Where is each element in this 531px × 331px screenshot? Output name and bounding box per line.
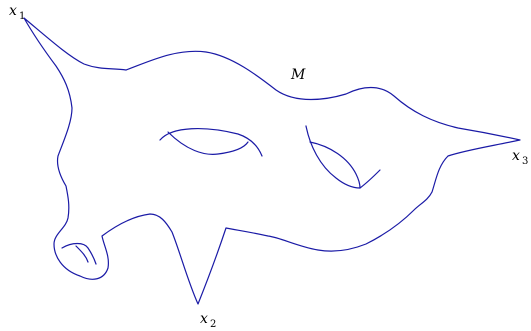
point-x1-subscript: 1 bbox=[19, 11, 25, 22]
lower-left-loop bbox=[61, 242, 97, 265]
point-x2-name: x bbox=[200, 311, 208, 327]
manifold-label: M bbox=[290, 67, 306, 83]
point-x3-subscript: 3 bbox=[522, 156, 528, 167]
left-hole-bottom bbox=[167, 131, 249, 155]
point-label-x3: x 3 bbox=[512, 148, 528, 167]
point-x1-name: x bbox=[9, 3, 17, 19]
point-label-x2: x 2 bbox=[200, 311, 216, 330]
right-hole-left bbox=[305, 125, 361, 189]
right-hole-right bbox=[309, 141, 381, 189]
point-label-x1: x 1 bbox=[9, 3, 25, 22]
manifold-boundary bbox=[23, 17, 521, 305]
point-x3-name: x bbox=[512, 148, 520, 164]
left-hole-top bbox=[159, 128, 263, 157]
lower-left-loop-tail bbox=[75, 245, 89, 263]
point-x2-subscript: 2 bbox=[210, 319, 216, 330]
